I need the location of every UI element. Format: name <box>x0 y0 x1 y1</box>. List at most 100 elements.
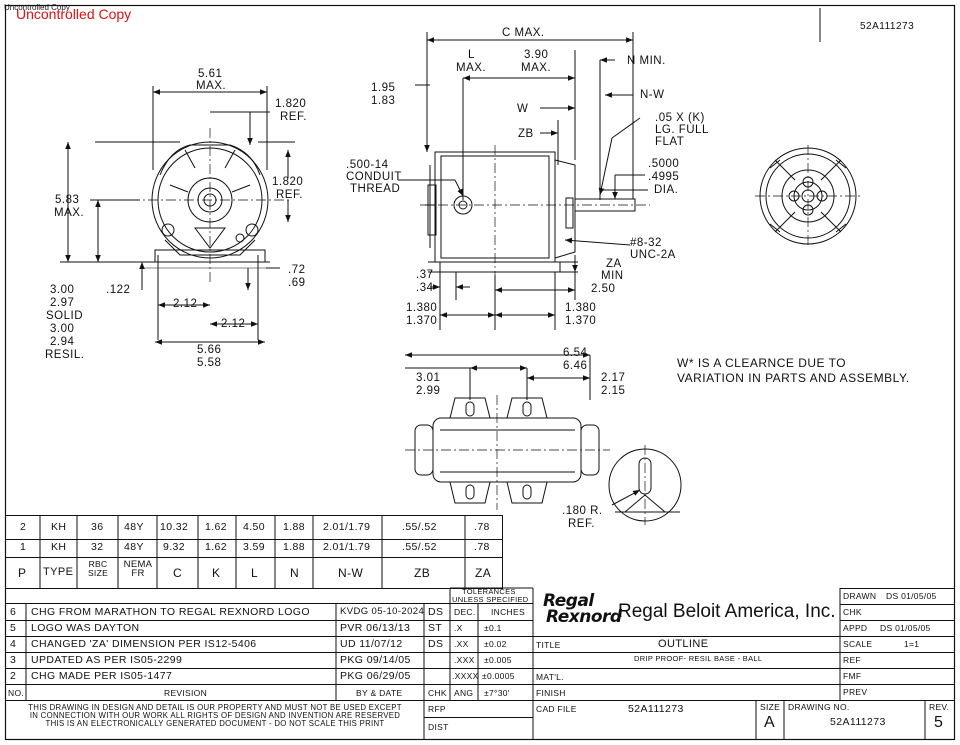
spec-row-2-nw: 2.01/1.79 <box>323 541 371 553</box>
dim-1-95: 1.95 <box>371 82 396 94</box>
header-drawing-number: 52A111273 <box>860 21 915 32</box>
dim-2-99: 2.99 <box>416 385 441 397</box>
dim-2-17: 2.17 <box>601 372 626 384</box>
rear-view <box>755 145 860 248</box>
dim-69: .69 <box>288 277 306 289</box>
dim-5-61-max: MAX. <box>196 80 227 92</box>
disclaimer-line-3: THIS IS AN ELECTRONICALLY GENERATED DOCU… <box>45 719 385 728</box>
dim-2-12-a: 2.12 <box>173 298 198 310</box>
tol-xx: .XX <box>454 639 469 649</box>
dim-34: .34 <box>416 282 434 294</box>
dim-180-r: .180 R. <box>562 505 603 517</box>
label-resil: RESIL. <box>45 349 85 361</box>
dim-1-370-a: 1.370 <box>406 315 438 327</box>
dim-72: .72 <box>288 264 306 276</box>
prev-label: PREV <box>843 687 868 697</box>
dim-4995: .4995 <box>648 171 680 183</box>
watermark-large: Uncontrolled Copy <box>16 6 132 22</box>
tol-x: .X <box>454 623 463 633</box>
rev-row-5-by: PVR 06/13/13 <box>340 622 411 634</box>
spec-header-p: P <box>18 566 27 580</box>
dim-2-15: 2.15 <box>601 385 626 397</box>
dim-1-820-right: 1.820 <box>272 176 304 188</box>
tol-xx-val: ±0.02 <box>484 639 507 649</box>
tol-xxxx-val: ±0.0005 <box>482 671 515 681</box>
tol-title-2: UNLESS SPECIFIED <box>452 595 529 604</box>
spec-header-k: K <box>212 566 221 580</box>
rev-row-5-chk: ST <box>428 622 443 634</box>
drawn-label: DRAWN <box>843 591 877 601</box>
spec-row-2-n: 1.88 <box>283 541 306 553</box>
rfp-label: RFP <box>428 704 446 714</box>
rev-row-2-no: 2 <box>10 670 17 682</box>
tol-x-val: ±0.1 <box>484 623 502 633</box>
rev-label: REV. <box>929 702 950 712</box>
dim-5-83-max: MAX. <box>54 207 85 219</box>
regal-logo-line-1: Regal <box>543 591 594 611</box>
rev-value: 5 <box>934 714 944 731</box>
spec-row-1-k: 1.62 <box>205 521 228 533</box>
rev-row-4-chk: DS <box>428 638 444 650</box>
drawn-value: DS 01/05/05 <box>886 591 937 601</box>
spec-row-1-n: 1.88 <box>283 521 306 533</box>
cad-file-label: CAD FILE <box>536 704 577 714</box>
dim-n-w: N-W <box>640 89 665 101</box>
dim-2-94: 2.94 <box>50 336 75 348</box>
label-solid: SOLID <box>46 310 84 322</box>
spec-header-c: C <box>173 566 183 580</box>
dim-flat: FLAT <box>655 136 685 148</box>
spec-row-1-c: 10.32 <box>160 521 189 533</box>
disclaimer-line-1: THIS DRAWING IN DESIGN AND DETAIL IS OUR… <box>28 703 402 712</box>
dim-5-83: 5.83 <box>55 194 80 206</box>
spec-header-za: ZA <box>475 566 492 580</box>
rev-header-chk: CHK <box>428 688 447 698</box>
rev-row-5-no: 5 <box>10 622 17 634</box>
dim-5000: .5000 <box>648 158 680 170</box>
appd-label: APPD <box>843 623 868 633</box>
spec-row-2-p: 1 <box>20 541 27 553</box>
spec-header-rbc: RBC SIZE <box>87 559 109 578</box>
rev-row-3-by: PKG 09/14/05 <box>340 654 411 666</box>
rev-row-6-text: CHG FROM MARATHON TO REGAL REXNORD LOGO <box>31 606 310 618</box>
label-conduit: CONDUIT <box>346 171 402 183</box>
dim-37: .37 <box>416 269 434 281</box>
tol-dec: DEC. <box>454 607 476 617</box>
rev-row-6-no: 6 <box>10 606 17 618</box>
rev-header-revision: REVISION <box>164 688 208 698</box>
spec-header-n: N <box>290 566 300 580</box>
label-thread: THREAD <box>350 183 401 195</box>
dim-5-61: 5.61 <box>198 68 223 80</box>
tol-xxxx: .XXXX <box>452 671 479 681</box>
spec-row-1-nw: 2.01/1.79 <box>323 521 371 533</box>
dim-1-820-top: 1.820 <box>275 98 307 110</box>
spec-row-1-za: .78 <box>474 521 490 533</box>
rev-row-4-by: UD 11/07/12 <box>340 638 403 650</box>
regal-logo-line-2: Rexnord <box>546 607 622 627</box>
spec-header-l: L <box>251 566 259 580</box>
rev-row-4-text: CHANGED 'ZA' DIMENSION PER IS12-5406 <box>31 638 257 650</box>
spec-header-nw: N-W <box>338 566 364 580</box>
dim-2-97: 2.97 <box>50 297 75 309</box>
dim-05-k: .05 X (K) <box>655 112 705 124</box>
dim-n-min: N MIN. <box>627 55 666 67</box>
rev-header-by-date: BY & DATE <box>356 688 403 698</box>
title-block-grid <box>533 588 955 740</box>
dim-6-54: 6.54 <box>563 347 588 359</box>
scale-value: 1=1 <box>904 639 920 649</box>
spec-header-zb: ZB <box>414 566 431 580</box>
spec-row-2-zb: .55/.52 <box>402 541 437 553</box>
revision-grid <box>5 587 534 740</box>
dim-6-46: 6.46 <box>563 360 588 372</box>
drawing-number-value: 52A111273 <box>830 716 886 728</box>
matl-label: MAT'L. <box>536 672 564 682</box>
rev-row-3-no: 3 <box>10 654 17 666</box>
dim-3-90-max: MAX. <box>521 62 552 74</box>
spec-row-1-rbc: 36 <box>91 521 104 533</box>
spec-row-2-type: KH <box>51 541 67 553</box>
tol-xxx-val: ±0.005 <box>484 655 512 665</box>
dim-1-820-top-ref: REF. <box>280 111 307 123</box>
dim-3-90: 3.90 <box>524 49 549 61</box>
dim-w: W <box>517 103 529 115</box>
appd-value: DS 01/05/05 <box>880 623 931 633</box>
drawing-number-label: DRAWING NO. <box>788 702 850 712</box>
